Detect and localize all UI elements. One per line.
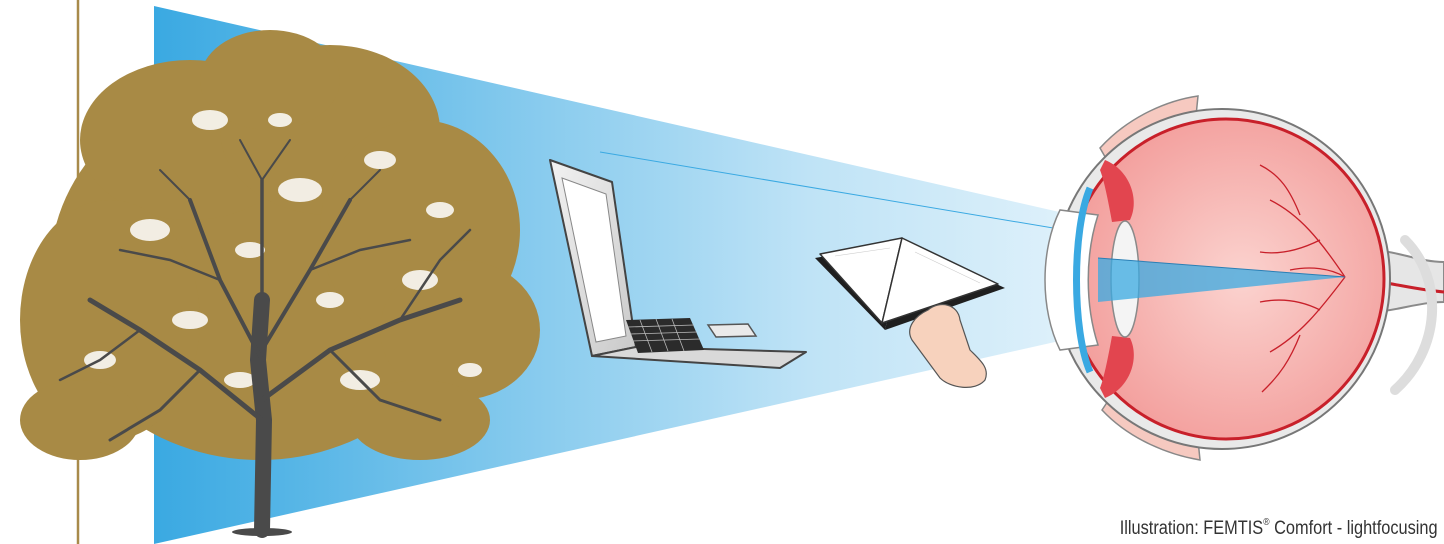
illustration-caption: Illustration: FEMTIS® Comfort - lightfoc… [1120,517,1438,540]
eye-cross-section-icon [1045,96,1444,460]
caption-prefix: Illustration: FEMTIS [1120,518,1263,539]
caption-suffix: Comfort - lightfocusing [1270,518,1438,539]
